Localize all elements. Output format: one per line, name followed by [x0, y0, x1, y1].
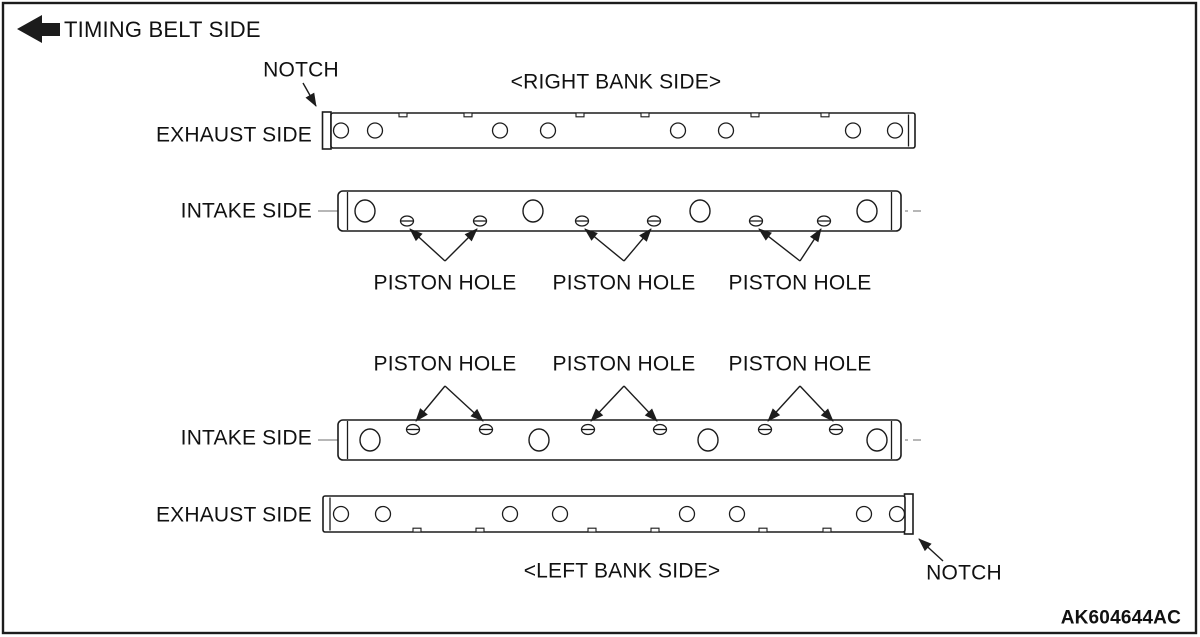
- right-bank-title: <RIGHT BANK SIDE>: [510, 70, 722, 94]
- shaft-edge-notches: [398, 112, 830, 118]
- exhaust-side-label-left-bank: EXHAUST SIDE: [155, 503, 312, 527]
- piston-holes: [399, 215, 832, 227]
- notch-label-left-bank: NOTCH: [926, 561, 1002, 585]
- piston-hole-label: PISTON HOLE: [373, 352, 517, 376]
- shaft-edge-notches: [412, 527, 832, 533]
- left-arrow-icon: [17, 15, 60, 43]
- piston-hole-label: PISTON HOLE: [552, 271, 696, 295]
- intake-side-label-right-bank: INTAKE SIDE: [180, 199, 312, 223]
- shaft-notch: [321, 111, 332, 150]
- bolt-holes: [332, 122, 904, 139]
- piston-hole-leader-arrows-left-bank: [415, 385, 834, 422]
- notch-leader-arrow-left-bank: [918, 538, 944, 562]
- piston-hole-label: PISTON HOLE: [552, 352, 696, 376]
- intake-shaft-left-bank: [337, 419, 902, 461]
- exhaust-shaft-right-bank: [321, 111, 916, 150]
- piston-hole-label: PISTON HOLE: [373, 271, 517, 295]
- notch-label-right-bank: NOTCH: [263, 58, 339, 82]
- intake-shaft-right-bank: [337, 190, 902, 232]
- piston-hole-label: PISTON HOLE: [728, 352, 872, 376]
- piston-hole-label: PISTON HOLE: [728, 271, 872, 295]
- intake-side-label-left-bank: INTAKE SIDE: [180, 426, 312, 450]
- notch-leader-arrow-right-bank: [302, 82, 317, 107]
- left-bank-title: <LEFT BANK SIDE>: [523, 559, 721, 583]
- timing-belt-side-label: TIMING BELT SIDE: [64, 17, 261, 42]
- bolt-holes: [332, 505, 906, 523]
- piston-holes: [405, 423, 844, 436]
- journal-holes: [354, 199, 878, 223]
- exhaust-shaft-left-bank: [322, 493, 914, 535]
- figure-code: AK604644AC: [1060, 607, 1181, 629]
- exhaust-side-label-right-bank: EXHAUST SIDE: [155, 123, 312, 147]
- piston-hole-leader-arrows-right-bank: [409, 228, 822, 262]
- journal-holes: [359, 428, 888, 452]
